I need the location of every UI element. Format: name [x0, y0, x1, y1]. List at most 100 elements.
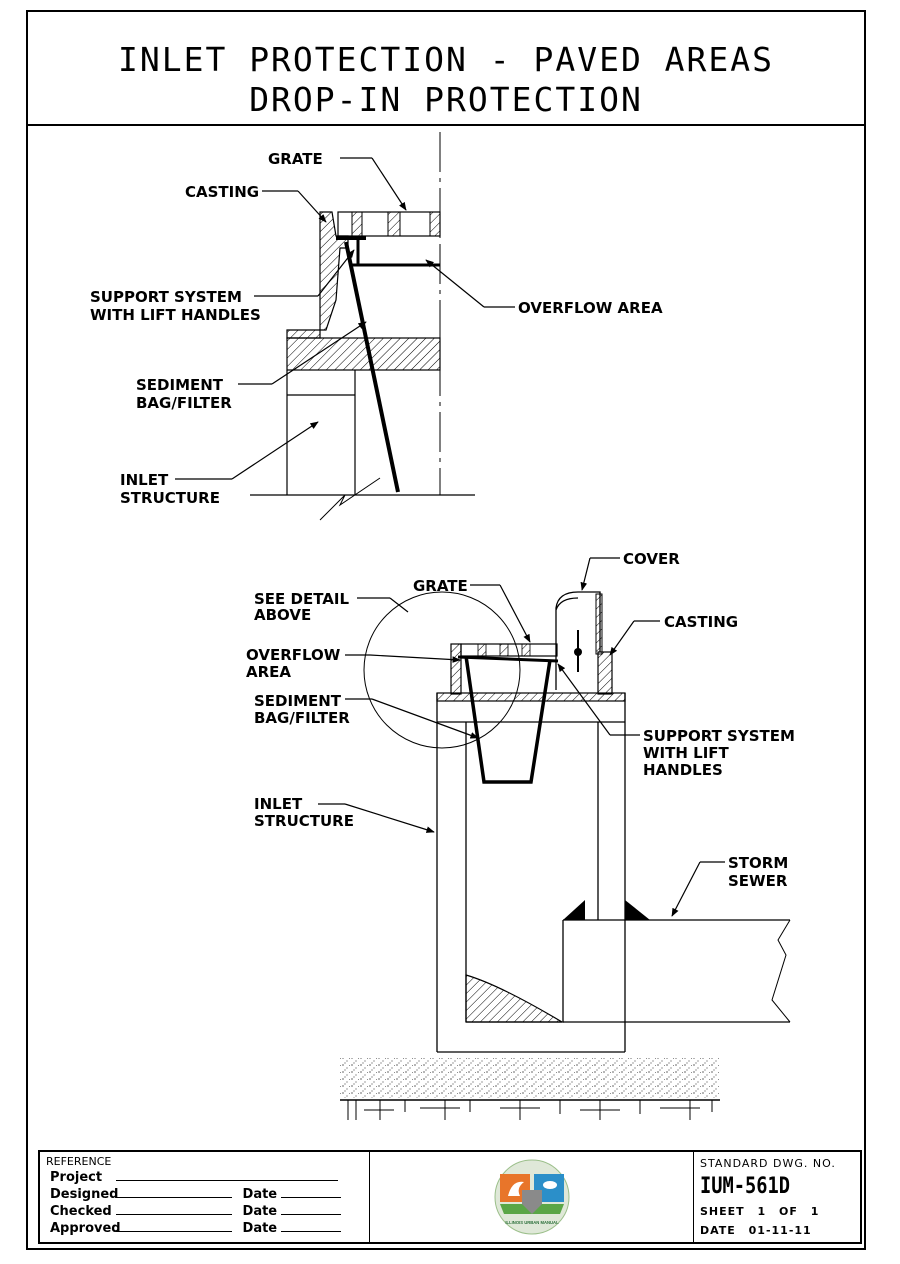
label-support-2: WITH LIFT — [643, 744, 730, 762]
leader-grate — [499, 584, 531, 643]
leader-top-inlet — [231, 421, 319, 480]
label-top-inlet-2: STRUCTURE — [120, 489, 220, 507]
leader-support — [557, 663, 611, 736]
date-info: DATE 01-11-11 — [700, 1224, 812, 1237]
label-top-sediment-2: BAG/FILTER — [136, 394, 232, 412]
leader-sediment — [371, 698, 479, 739]
approved-date-line — [281, 1221, 342, 1232]
sewer-break-line — [771, 919, 791, 1023]
reference-row-checked: Checked Date — [50, 1204, 360, 1219]
label-top-overflow: OVERFLOW AREA — [518, 299, 663, 317]
sheet-of: OF — [779, 1205, 798, 1218]
bottom-detail — [318, 557, 791, 1120]
label-casting: CASTING — [664, 613, 738, 631]
designed-date-label: Date — [242, 1187, 278, 1202]
sewer-grout-left — [563, 900, 585, 920]
label-top-grate: GRATE — [268, 150, 323, 168]
label-inlet-1: INLET — [254, 795, 303, 813]
label-overflow-2: AREA — [246, 663, 291, 681]
reference-row-approved: Approved Date — [50, 1221, 360, 1236]
label-sediment-2: BAG/FILTER — [254, 709, 350, 727]
top-break-line — [319, 477, 381, 521]
bottom-grate-bar-3 — [521, 643, 531, 657]
reference-project-label: Project — [50, 1170, 103, 1185]
label-see-detail-2: ABOVE — [254, 606, 311, 624]
bottom-sediment-bag — [464, 655, 552, 784]
reference-checked-label: Checked — [50, 1204, 112, 1219]
date-value: 01-11-11 — [748, 1224, 812, 1237]
drawing-number-box: STANDARD DWG. NO. IUM-561D SHEET 1 OF 1 … — [694, 1152, 860, 1242]
sewer-grout-right — [625, 900, 650, 920]
sheet-info: SHEET 1 OF 1 — [700, 1205, 819, 1218]
label-inlet-2: STRUCTURE — [254, 812, 354, 830]
bottom-casting-left — [450, 643, 462, 695]
label-top-support-1: SUPPORT SYSTEM — [90, 288, 242, 306]
designed-date-line — [281, 1187, 342, 1198]
leader-casting — [609, 620, 635, 656]
leader-cover — [580, 557, 591, 591]
leader-overflow — [369, 654, 461, 663]
leader-top-casting — [297, 190, 327, 223]
title-block-bottom: REFERENCE Project Designed Date Checked … — [38, 1150, 862, 1244]
bottom-cover — [555, 591, 601, 690]
reference-designed-label: Designed — [50, 1187, 119, 1202]
reference-approved-label: Approved — [50, 1221, 121, 1236]
label-storm-2: SEWER — [728, 872, 788, 890]
reference-row-designed: Designed Date — [50, 1187, 360, 1202]
sheet-total: 1 — [810, 1205, 820, 1218]
bottom-cover-edge — [595, 593, 603, 655]
label-sediment-1: SEDIMENT — [254, 692, 342, 710]
label-top-sediment-1: SEDIMENT — [136, 376, 224, 394]
designed-line — [116, 1187, 232, 1198]
label-support-1: SUPPORT SYSTEM — [643, 727, 795, 745]
earth-symbol — [347, 1100, 713, 1120]
approved-date-label: Date — [242, 1221, 278, 1236]
bottom-grate — [460, 643, 558, 657]
standard-dwg-label: STANDARD DWG. NO. — [700, 1157, 836, 1170]
leader-inlet — [344, 803, 435, 833]
label-overflow-1: OVERFLOW — [246, 646, 341, 664]
top-grate-bar-3 — [429, 211, 441, 237]
logo-turtle-icon — [543, 1181, 557, 1189]
bottom-lift-handle-knob — [574, 648, 582, 656]
reference-row-project: Project — [50, 1170, 360, 1185]
reference-title: REFERENCE — [46, 1155, 112, 1168]
date-label: DATE — [700, 1224, 736, 1237]
label-grate: GRATE — [413, 577, 468, 595]
checked-line — [116, 1204, 232, 1215]
logo-text: ILLINOIS URBAN MANUAL — [505, 1220, 559, 1225]
logo-box: ILLINOIS URBAN MANUAL — [370, 1152, 694, 1242]
see-detail-circle — [363, 591, 521, 749]
top-detail — [175, 132, 515, 521]
bottom-grate-bar-1 — [477, 643, 487, 657]
label-top-inlet-1: INLET — [120, 471, 169, 489]
leader-see-detail — [389, 597, 409, 613]
sheet-number: 1 — [757, 1205, 767, 1218]
leader-top-sediment — [271, 321, 367, 385]
drawing-sheet-border — [26, 10, 866, 1250]
gravel-base — [340, 1058, 720, 1098]
top-casting — [286, 211, 349, 339]
illinois-urban-manual-logo: ILLINOIS URBAN MANUAL — [494, 1159, 570, 1235]
bottom-casting-right — [597, 651, 613, 695]
label-support-3: HANDLES — [643, 761, 723, 779]
leader-top-overflow — [425, 259, 485, 308]
logo-shield-icon — [522, 1190, 542, 1214]
title-line-2: DROP-IN PROTECTION — [249, 80, 643, 119]
project-line — [116, 1170, 338, 1181]
bottom-bench — [465, 974, 565, 1023]
top-grate-bar-2 — [387, 211, 401, 237]
top-frame-hatched — [286, 337, 441, 371]
label-cover: COVER — [623, 550, 680, 568]
reference-box: REFERENCE Project Designed Date Checked … — [40, 1152, 370, 1242]
bottom-grate-bar-2 — [499, 643, 509, 657]
logo-leaf-icon — [508, 1181, 524, 1196]
label-storm-1: STORM — [728, 854, 788, 872]
title-block: INLET PROTECTION - PAVED AREAS DROP-IN P… — [26, 10, 866, 126]
drawing-number: IUM-561D — [700, 1174, 791, 1199]
approved-line — [116, 1221, 232, 1232]
top-grate-bar-1 — [351, 211, 363, 237]
leader-top-grate — [371, 157, 407, 211]
leader-top-support — [317, 249, 355, 297]
